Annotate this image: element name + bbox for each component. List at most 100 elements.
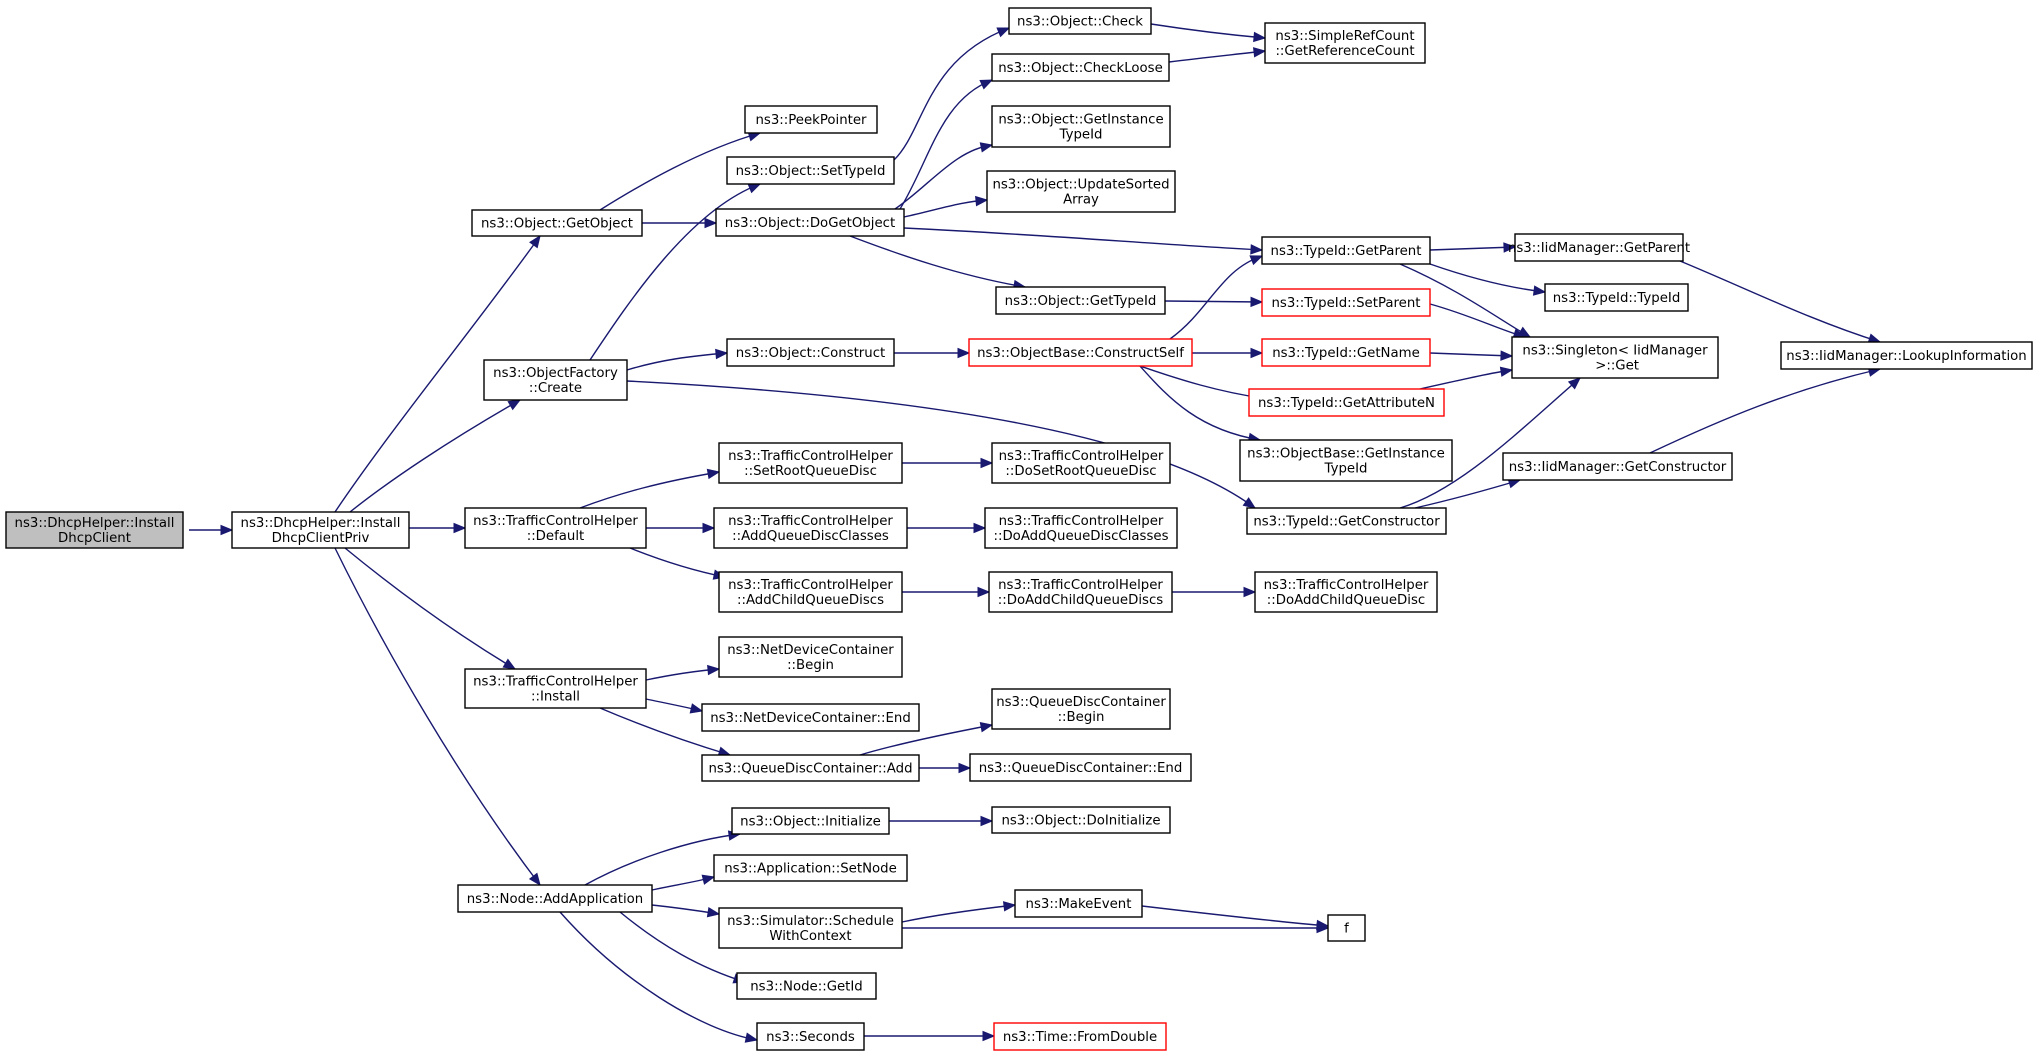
edge-line bbox=[589, 183, 761, 361]
function-node-n39[interactable]: ns3::TypeId::GetName bbox=[1261, 338, 1431, 367]
function-node-n12[interactable]: ns3::TrafficControlHelper::AddQueueDiscC… bbox=[713, 507, 908, 549]
function-node-n47[interactable]: ns3::Singleton< IidManager >::Get bbox=[1511, 336, 1719, 379]
function-node-n23[interactable]: ns3::Object::CheckLoose bbox=[991, 53, 1170, 82]
edge-line bbox=[626, 352, 728, 371]
function-node-n11[interactable]: ns3::TrafficControlHelper::SetRootQueueD… bbox=[718, 442, 903, 484]
edge-line bbox=[1169, 255, 1263, 340]
node-box bbox=[715, 208, 905, 237]
function-node-n13[interactable]: ns3::TrafficControlHelper::AddChildQueue… bbox=[718, 571, 903, 613]
function-node-n43[interactable]: ns3::TrafficControlHelper::DoAddChildQue… bbox=[1254, 571, 1438, 613]
function-node-n42[interactable]: ns3::TypeId::GetConstructor bbox=[1246, 507, 1447, 535]
function-node-n29[interactable]: ns3::TrafficControlHelper::DoAddQueueDis… bbox=[984, 507, 1178, 549]
function-node-n46[interactable]: ns3::TypeId::TypeId bbox=[1544, 283, 1689, 312]
node-box bbox=[1261, 236, 1431, 265]
function-node-n14[interactable]: ns3::NetDeviceContainer::Begin bbox=[718, 636, 903, 678]
call-edge-n9-to-n23 bbox=[899, 79, 994, 210]
function-node-n38[interactable]: ns3::TypeId::SetParent bbox=[1261, 288, 1431, 317]
edge-arrowhead bbox=[701, 874, 716, 885]
edge-line bbox=[619, 911, 746, 983]
node-label-line: ::Install bbox=[531, 690, 580, 705]
node-label-line: ns3::TrafficControlHelper bbox=[998, 578, 1163, 593]
node-box bbox=[457, 884, 653, 913]
node-label-line: ns3::TrafficControlHelper bbox=[728, 514, 893, 529]
function-node-n36[interactable]: ns3::SimpleRefCount::GetReferenceCount bbox=[1264, 22, 1426, 64]
node-label-line: ::Create bbox=[529, 381, 582, 396]
function-node-n30[interactable]: ns3::TrafficControlHelper::DoAddChildQue… bbox=[988, 571, 1173, 613]
function-node-n4[interactable]: ns3::TrafficControlHelper::Default bbox=[464, 507, 647, 549]
edge-line bbox=[559, 911, 758, 1041]
node-box bbox=[1261, 288, 1431, 317]
function-node-n21[interactable]: ns3::Seconds bbox=[756, 1022, 865, 1051]
function-node-n6[interactable]: ns3::Node::AddApplication bbox=[457, 884, 653, 913]
edge-arrowhead bbox=[1250, 244, 1264, 255]
call-edge-n17-to-n33 bbox=[889, 815, 994, 827]
edge-arrowhead bbox=[979, 142, 994, 153]
function-node-n40[interactable]: ns3::TypeId::GetAttributeN bbox=[1248, 388, 1445, 417]
function-node-n44[interactable]: f bbox=[1327, 914, 1366, 942]
node-box bbox=[1511, 336, 1719, 379]
function-node-n35[interactable]: ns3::Time::FromDouble bbox=[993, 1022, 1167, 1051]
node-label-line: ns3::TypeId::GetName bbox=[1272, 346, 1420, 361]
function-node-n28[interactable]: ns3::TrafficControlHelper::DoSetRootQueu… bbox=[991, 442, 1171, 484]
function-node-n2[interactable]: ns3::Object::GetObject bbox=[471, 209, 643, 237]
call-edge-n1-to-n6 bbox=[334, 547, 541, 887]
node-box bbox=[718, 571, 903, 613]
function-node-n48[interactable]: ns3::IidManager::GetConstructor bbox=[1502, 452, 1733, 481]
node-label-line: ns3::TypeId::GetParent bbox=[1271, 244, 1422, 259]
function-node-n16[interactable]: ns3::QueueDiscContainer::Add bbox=[701, 754, 920, 782]
node-label-line: Array bbox=[1063, 193, 1099, 208]
edge-line bbox=[1164, 300, 1263, 303]
node-box bbox=[1264, 22, 1426, 64]
function-node-n37[interactable]: ns3::TypeId::GetParent bbox=[1261, 236, 1431, 265]
call-edge-n2-to-n9 bbox=[642, 217, 718, 229]
node-label-line: ns3::Object::UpdateSorted bbox=[992, 178, 1169, 193]
function-node-n31[interactable]: ns3::QueueDiscContainer::Begin bbox=[991, 688, 1171, 730]
function-node-n15[interactable]: ns3::NetDeviceContainer::End bbox=[701, 703, 920, 732]
function-node-n22[interactable]: ns3::Object::Check bbox=[1008, 7, 1152, 35]
call-edge-n4-to-n12 bbox=[646, 522, 716, 534]
node-box bbox=[1780, 341, 2033, 370]
call-edge-n3-to-n10 bbox=[626, 348, 729, 371]
edge-arrowhead bbox=[707, 664, 721, 676]
function-node-n27[interactable]: ns3::ObjectBase::ConstructSelf bbox=[968, 338, 1193, 367]
call-edge-n37-to-n46 bbox=[1429, 263, 1547, 296]
function-node-n3[interactable]: ns3::ObjectFactory::Create bbox=[483, 359, 628, 401]
function-node-n17[interactable]: ns3::Object::Initialize bbox=[731, 807, 890, 835]
node-box bbox=[991, 442, 1171, 484]
node-box bbox=[1014, 889, 1143, 918]
function-node-n34[interactable]: ns3::MakeEvent bbox=[1014, 889, 1143, 918]
node-label-line: ::SetRootQueueDisc bbox=[744, 464, 877, 479]
node-label-line: ns3::IidManager::LookupInformation bbox=[1786, 349, 2026, 364]
function-node-n10[interactable]: ns3::Object::Construct bbox=[726, 338, 895, 367]
function-node-n33[interactable]: ns3::Object::DoInitialize bbox=[991, 806, 1171, 834]
function-node-n32[interactable]: ns3::QueueDiscContainer::End bbox=[969, 753, 1192, 782]
call-edge-n19-to-n34 bbox=[901, 901, 1017, 923]
edge-line bbox=[1141, 905, 1329, 927]
edge-arrowhead bbox=[980, 457, 994, 469]
edge-arrowhead bbox=[979, 722, 994, 733]
function-node-n5[interactable]: ns3::TrafficControlHelper::Install bbox=[464, 668, 647, 709]
call-edge-n11-to-n28 bbox=[902, 457, 994, 469]
function-node-n7[interactable]: ns3::PeekPointer bbox=[744, 105, 878, 134]
call-edge-n27-to-n39 bbox=[1192, 347, 1264, 359]
function-node-n26[interactable]: ns3::Object::GetTypeId bbox=[995, 286, 1166, 315]
function-node-n45[interactable]: ns3::IidManager::GetParent bbox=[1508, 233, 1690, 262]
node-box bbox=[969, 753, 1192, 782]
function-node-n8[interactable]: ns3::Object::SetTypeId bbox=[726, 156, 895, 185]
function-node-n20[interactable]: ns3::Node::GetId bbox=[736, 972, 877, 1000]
node-box bbox=[991, 806, 1171, 834]
function-node-n49[interactable]: ns3::IidManager::LookupInformation bbox=[1780, 341, 2033, 370]
edge-line bbox=[626, 380, 1256, 509]
edge-arrowhead bbox=[747, 183, 762, 194]
function-node-n9[interactable]: ns3::Object::DoGetObject bbox=[715, 208, 905, 237]
node-label-line: ::AddChildQueueDiscs bbox=[737, 593, 884, 608]
function-node-n18[interactable]: ns3::Application::SetNode bbox=[713, 854, 908, 882]
